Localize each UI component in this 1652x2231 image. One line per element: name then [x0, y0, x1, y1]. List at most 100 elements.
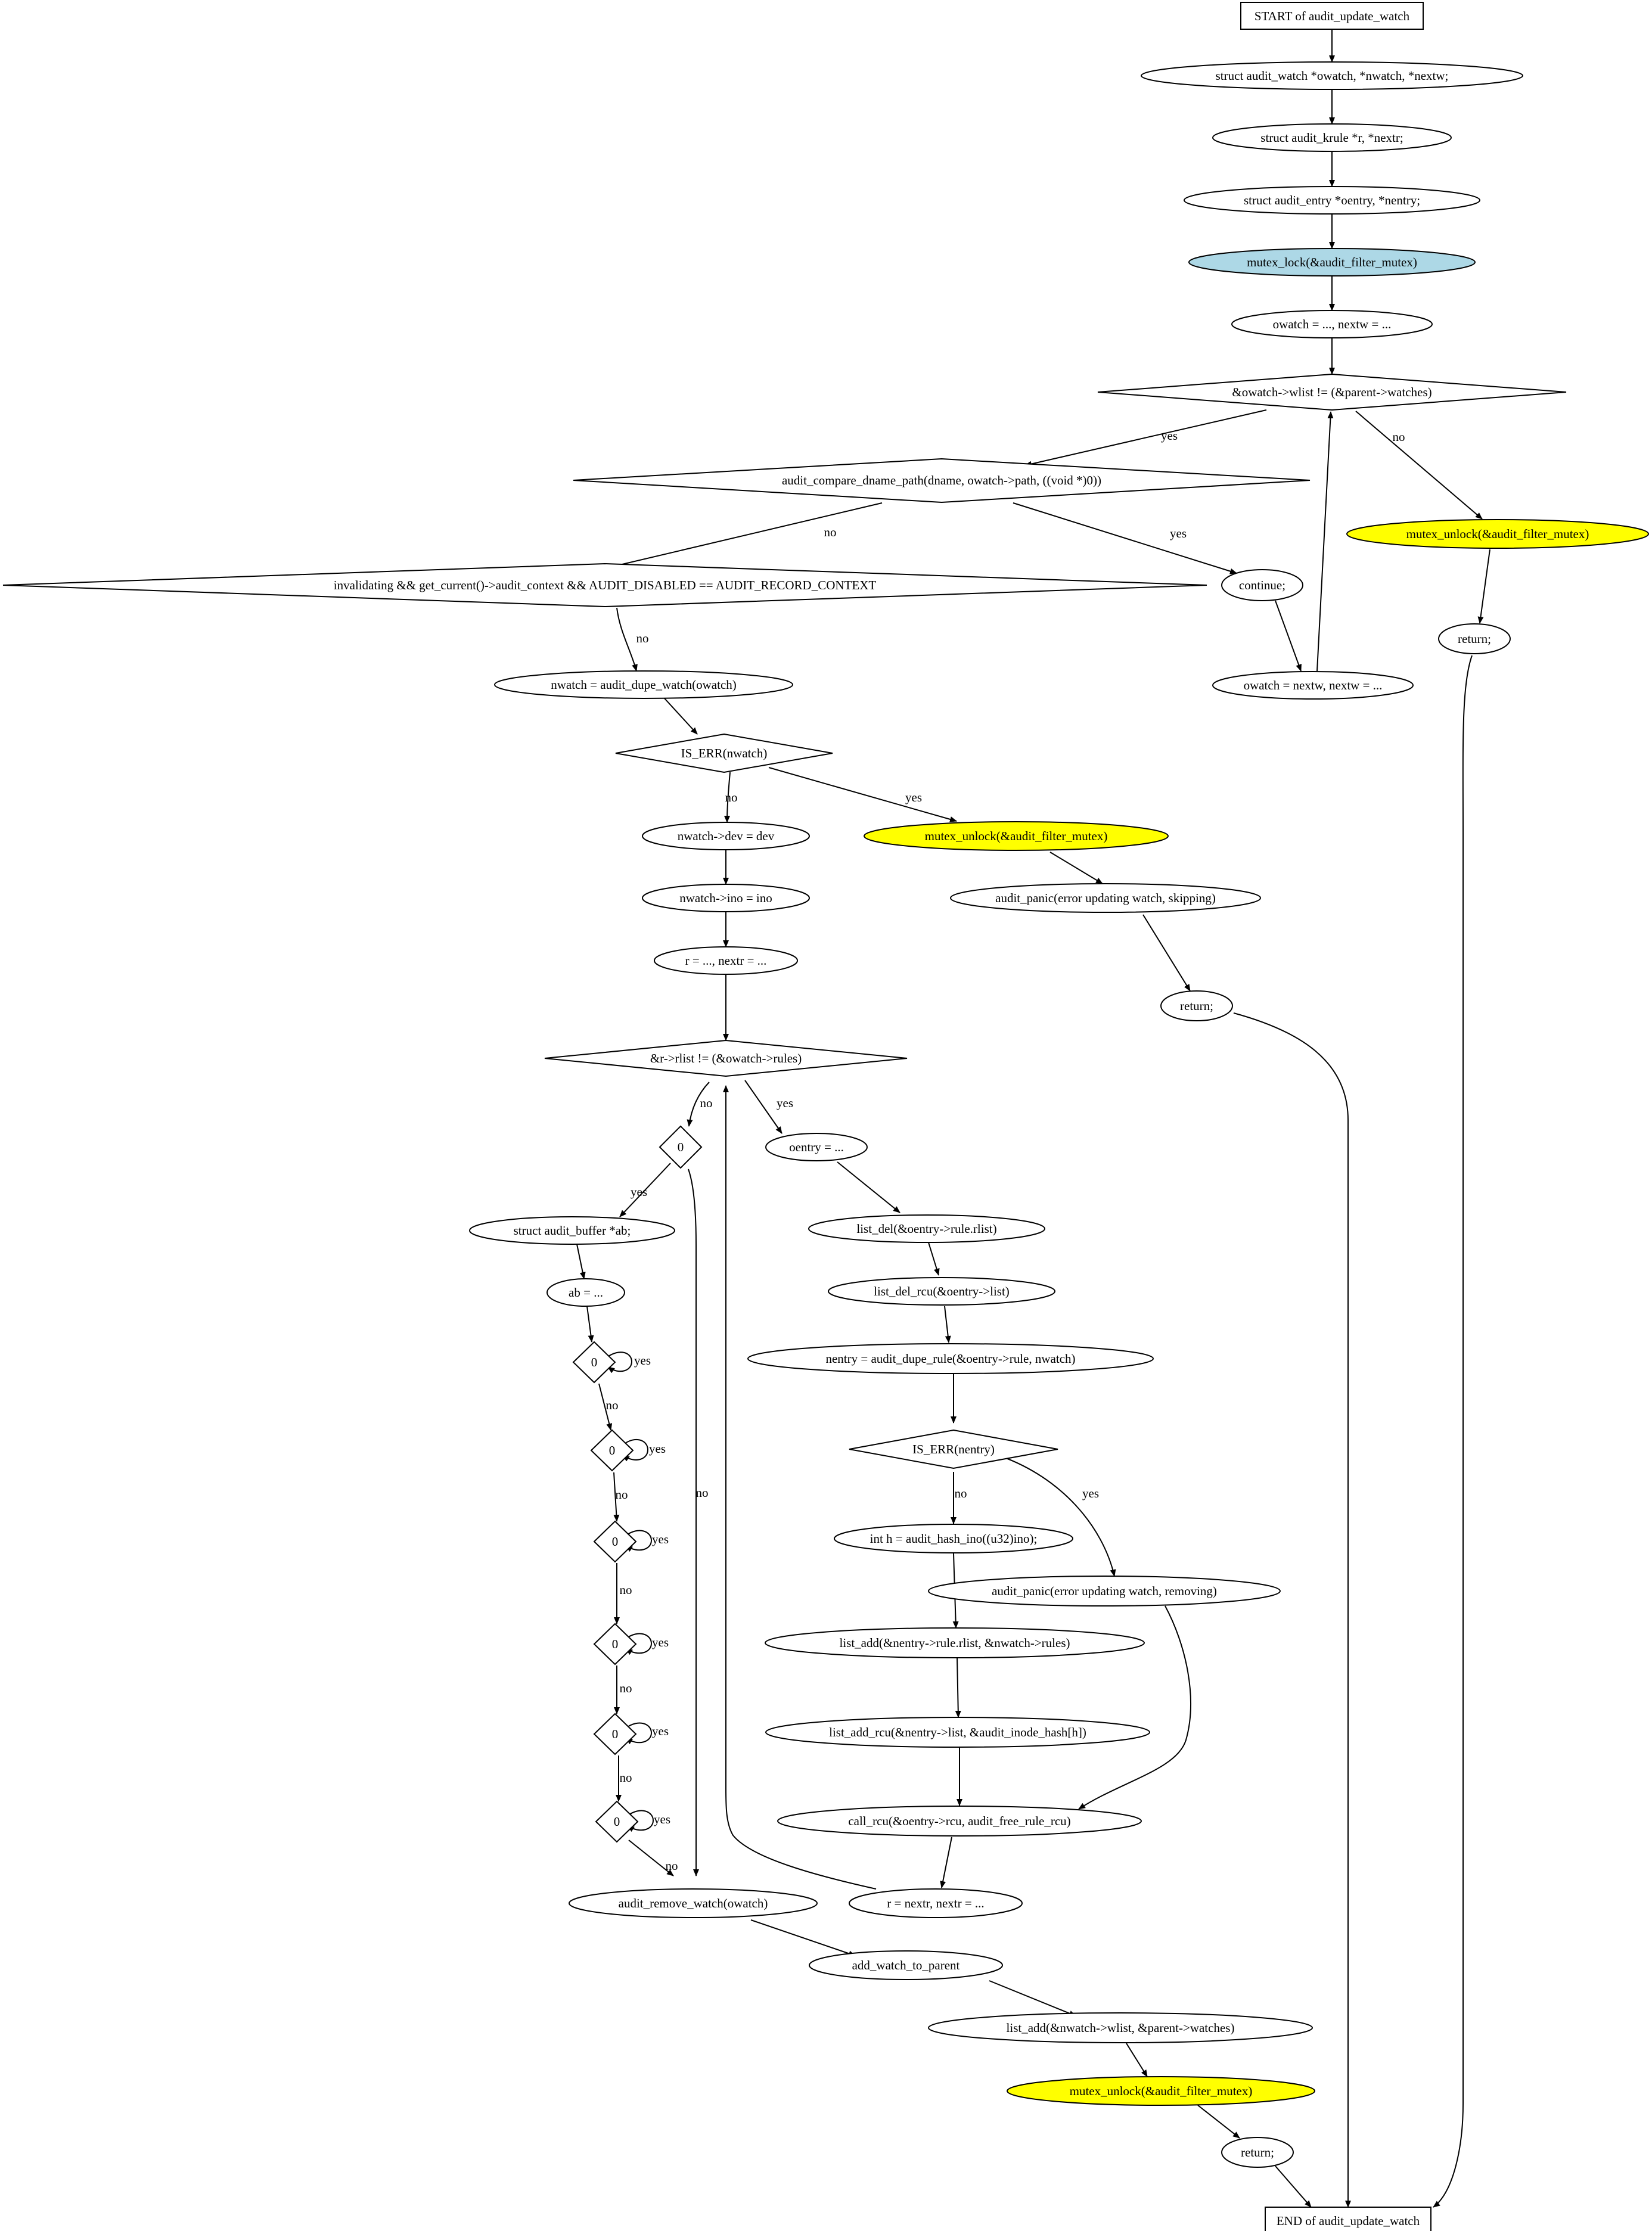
edge-label-no: no	[620, 1583, 632, 1597]
hash-label: int h = audit_hash_ino((u32)ino);	[870, 1531, 1038, 1546]
edge	[723, 1085, 877, 1890]
zero-decision-5: 0	[593, 1713, 637, 1755]
set-ino-node: nwatch->ino = ino	[642, 884, 810, 912]
is-err-nwatch-label: IS_ERR(nwatch)	[681, 746, 768, 760]
mutex-lock-node: mutex_lock(&audit_filter_mutex)	[1188, 248, 1476, 276]
mutex-unlock-final-node: mutex_unlock(&audit_filter_mutex)	[1007, 2076, 1315, 2106]
edge	[744, 1080, 782, 1134]
rlist-condition-label: &r->rlist != (&owatch->rules)	[650, 1051, 802, 1065]
edge	[1013, 502, 1237, 574]
add-watch-label: add_watch_to_parent	[852, 1958, 960, 1972]
zero-decision-4: 0	[593, 1623, 637, 1666]
zero-label-3: 0	[612, 1534, 619, 1549]
edge	[616, 607, 638, 672]
edge	[601, 502, 883, 571]
edge-label-yes: yes	[777, 1096, 793, 1110]
edge	[622, 1438, 649, 1462]
start-label: START of audit_update_watch	[1254, 9, 1410, 23]
r-init-label: r = ..., nextr = ...	[685, 953, 767, 968]
set-ino-label: nwatch->ino = ino	[679, 891, 772, 905]
continue-label: continue;	[1239, 578, 1285, 592]
edge	[625, 1530, 653, 1552]
mutex-unlock-end-label: mutex_unlock(&audit_filter_mutex)	[1406, 527, 1589, 541]
edge	[750, 1919, 856, 1957]
ab-init-label: ab = ...	[569, 1285, 603, 1300]
edge	[586, 1306, 594, 1343]
edge	[768, 767, 957, 822]
edges	[576, 29, 1490, 2208]
ab-init-node: ab = ...	[546, 1278, 625, 1307]
edge	[688, 1169, 699, 1876]
edge-label-yes: yes	[652, 1635, 669, 1649]
mutex-unlock-final-label: mutex_unlock(&audit_filter_mutex)	[1070, 2084, 1253, 2098]
decl-krule-node: struct audit_krule *r, *nextr;	[1212, 123, 1452, 152]
zero-main-label: 0	[678, 1140, 684, 1154]
invalidating-label: invalidating && get_current()->audit_con…	[334, 578, 877, 592]
decl-watch-label: struct audit_watch *owatch, *nwatch, *ne…	[1216, 69, 1449, 83]
hash-node: int h = audit_hash_ino((u32)ino);	[834, 1524, 1073, 1553]
oentry-node: oentry = ...	[765, 1133, 868, 1161]
return-final-label: return;	[1241, 2145, 1274, 2159]
list-add-rcu-label: list_add_rcu(&nentry->list, &audit_inode…	[829, 1725, 1086, 1739]
compare-path-label: audit_compare_dname_path(dname, owatch->…	[782, 473, 1101, 487]
return-err-label: return;	[1180, 999, 1213, 1013]
list-add-rules-node: list_add(&nentry->rule.rlist, &nwatch->r…	[765, 1627, 1145, 1658]
edge	[1275, 600, 1302, 672]
list-add-wlist-label: list_add(&nwatch->wlist, &parent->watche…	[1007, 2021, 1235, 2035]
edge-label-yes: yes	[631, 1185, 647, 1199]
edge-label-no: no	[636, 631, 649, 645]
nwatch-dupe-label: nwatch = audit_dupe_watch(owatch)	[551, 678, 737, 692]
edge	[1049, 852, 1103, 884]
edge	[613, 1472, 620, 1522]
edge-label-no: no	[955, 1486, 967, 1500]
zero-label-1: 0	[591, 1355, 598, 1369]
edge-label-yes: yes	[649, 1441, 666, 1456]
edge	[619, 1163, 671, 1217]
is-err-nwatch-decision: IS_ERR(nwatch)	[615, 733, 833, 773]
zero-decision-2: 0	[590, 1429, 634, 1472]
compare-path-decision: audit_compare_dname_path(dname, owatch->…	[573, 458, 1311, 504]
call-rcu-label: call_rcu(&oentry->rcu, audit_free_rule_r…	[848, 1814, 1070, 1828]
panic-remove-label: audit_panic(error updating watch, removi…	[992, 1584, 1217, 1598]
edge	[1197, 2105, 1240, 2139]
edge-label-no: no	[666, 1859, 678, 1873]
owatch-next-label: owatch = nextw, nextw = ...	[1244, 678, 1383, 692]
edge	[1001, 1456, 1116, 1577]
mutex-lock-label: mutex_lock(&audit_filter_mutex)	[1247, 255, 1417, 269]
list-add-rules-label: list_add(&nentry->rule.rlist, &nwatch->r…	[839, 1636, 1070, 1650]
call-rcu-node: call_rcu(&oentry->rcu, audit_free_rule_r…	[777, 1806, 1142, 1837]
list-add-rcu-node: list_add_rcu(&nentry->list, &audit_inode…	[765, 1717, 1150, 1748]
owatch-next-node: owatch = nextw, nextw = ...	[1212, 671, 1414, 700]
decl-entry-label: struct audit_entry *oentry, *nentry;	[1244, 193, 1420, 207]
mutex-unlock-err-node: mutex_unlock(&audit_filter_mutex)	[864, 821, 1169, 851]
set-dev-label: nwatch->dev = dev	[678, 829, 775, 843]
zero-label-6: 0	[614, 1814, 620, 1829]
end-label: END of audit_update_watch	[1277, 2214, 1420, 2228]
edge	[625, 1633, 653, 1655]
end-node: END of audit_update_watch	[1265, 2207, 1431, 2231]
edge-label-no: no	[824, 525, 837, 539]
nentry-label: nentry = audit_dupe_rule(&oentry->rule, …	[825, 1351, 1075, 1366]
edge	[1316, 411, 1334, 672]
edge-label-no: no	[616, 1487, 628, 1502]
edge	[1024, 409, 1267, 467]
return-end-label: return;	[1458, 632, 1491, 646]
zero-label-2: 0	[609, 1443, 616, 1458]
return-err-node: return;	[1160, 990, 1233, 1021]
edge-label-no: no	[620, 1681, 632, 1695]
list-del-label: list_del(&oentry->rule.rlist)	[856, 1222, 996, 1236]
set-dev-node: nwatch->dev = dev	[642, 822, 810, 850]
edge	[724, 772, 731, 823]
list-add-wlist-node: list_add(&nwatch->wlist, &parent->watche…	[928, 2012, 1313, 2043]
edge-label-no: no	[696, 1486, 709, 1500]
edge	[1477, 549, 1490, 624]
edge	[625, 1722, 653, 1745]
ab-decl-label: struct audit_buffer *ab;	[514, 1223, 631, 1238]
edge	[598, 1383, 613, 1431]
edge-label-yes: yes	[1170, 526, 1187, 540]
edge	[687, 1082, 710, 1127]
decl-watch-node: struct audit_watch *owatch, *nwatch, *ne…	[1141, 61, 1523, 90]
edge	[989, 1980, 1076, 2016]
edge	[944, 1306, 951, 1343]
zero-decision-3: 0	[593, 1520, 637, 1563]
